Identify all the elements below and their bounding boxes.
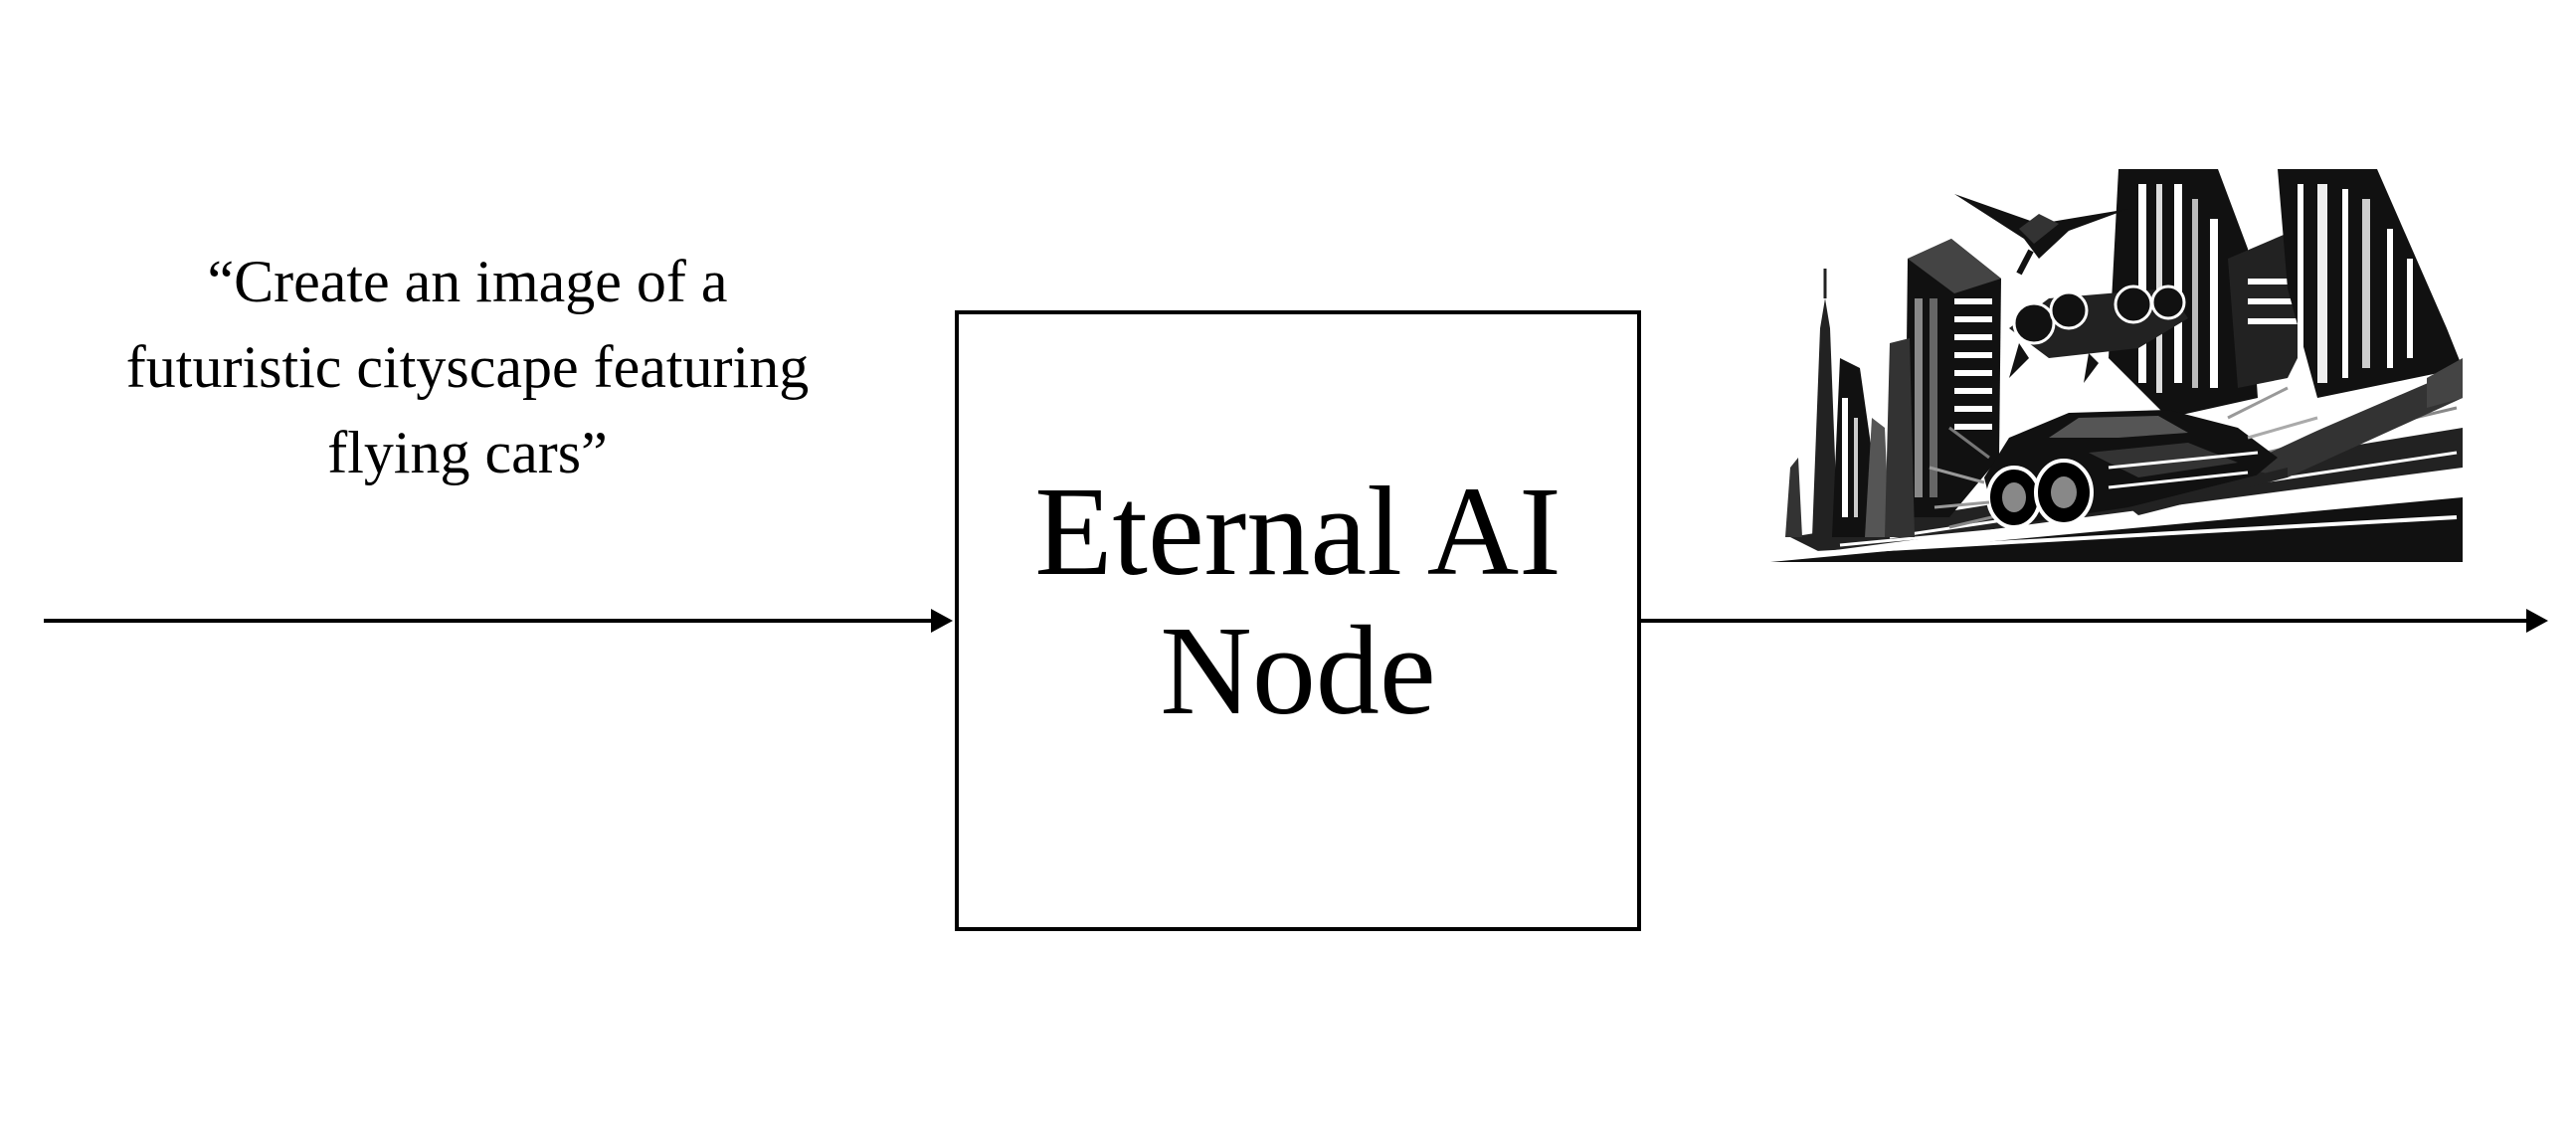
input-prompt-text: “Create an image of a futuristic citysca… xyxy=(125,249,810,485)
ai-node-box: Eternal AI Node xyxy=(955,310,1641,931)
output-image xyxy=(1770,169,2463,562)
output-arrow xyxy=(1641,609,2548,633)
input-arrow xyxy=(44,609,953,633)
ai-node-label: Eternal AI Node xyxy=(1034,461,1562,741)
